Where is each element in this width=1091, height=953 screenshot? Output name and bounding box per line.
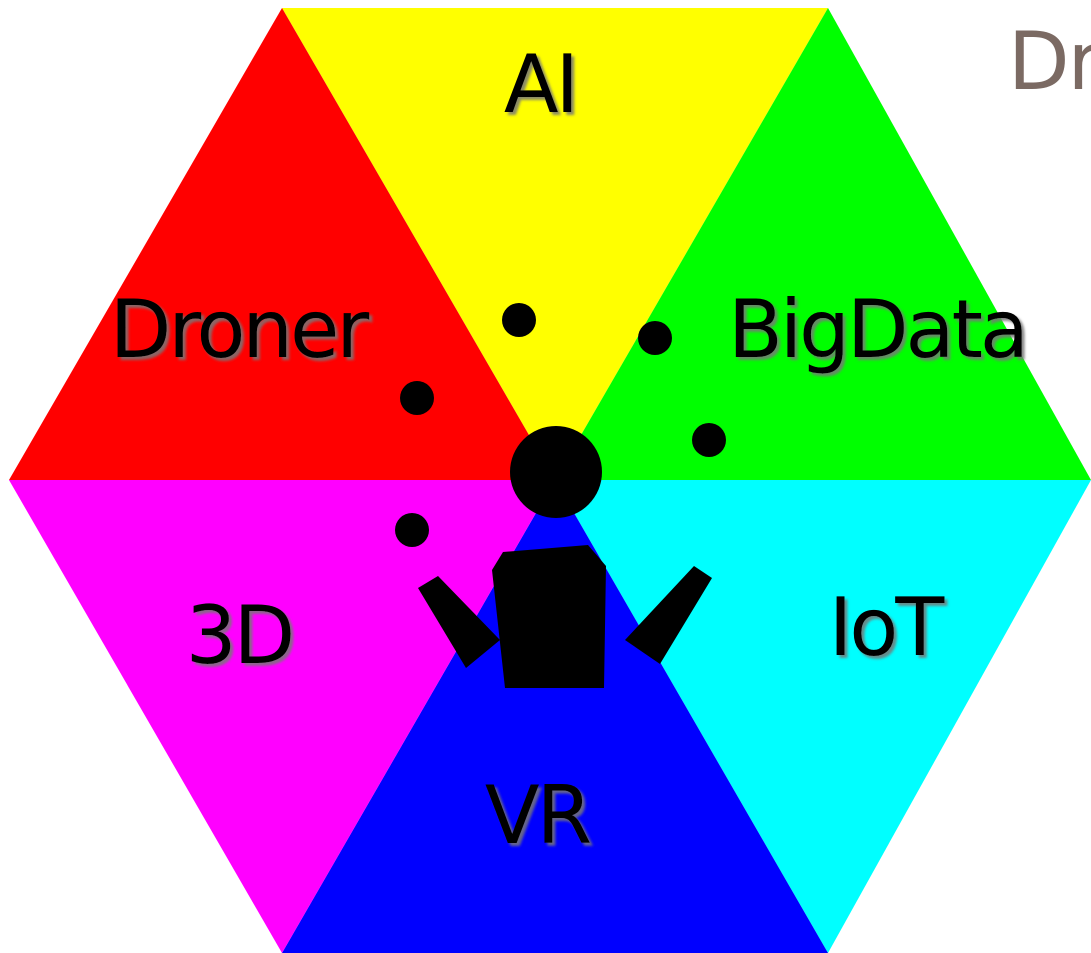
segment-3d <box>9 480 555 953</box>
segment-label-3d: 3D <box>186 589 293 682</box>
segment-label-bigdata: BigData <box>728 283 1026 376</box>
segment-vr <box>282 480 828 953</box>
thought-dot <box>638 321 672 355</box>
thought-dot <box>502 303 536 337</box>
segment-label-vr: VR <box>485 769 591 862</box>
person-right-arm <box>625 566 712 664</box>
person-shrugging-icon <box>418 426 712 688</box>
segment-ai <box>282 8 828 480</box>
segment-label-droner: Droner <box>110 283 370 376</box>
person-left-arm <box>418 576 500 668</box>
segment-label-iot: IoT <box>829 581 946 674</box>
segment-droner <box>9 8 555 480</box>
segment-label-ai: AI <box>504 38 576 131</box>
thought-dot <box>692 423 726 457</box>
page-heading: Dr <box>1008 15 1091 108</box>
person-head <box>510 426 602 518</box>
thought-dot <box>400 381 434 415</box>
thought-dots <box>395 303 726 547</box>
thought-dot <box>395 513 429 547</box>
person-body <box>492 545 606 688</box>
segment-bigdata <box>555 8 1091 480</box>
